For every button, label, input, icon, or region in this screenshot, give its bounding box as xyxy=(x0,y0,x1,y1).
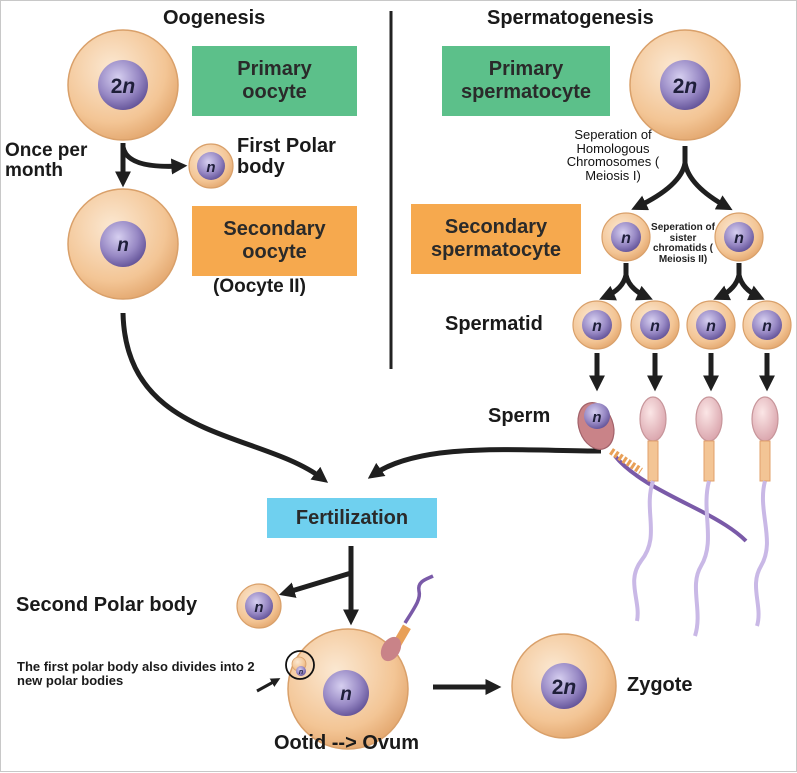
ploidy-zygote: 2n xyxy=(552,676,577,699)
secondary-spermatocyte-label: Secondary spermatocyte xyxy=(430,216,562,261)
sperm-cell-4 xyxy=(751,396,779,627)
second-polar-body-cell xyxy=(236,583,282,629)
oocyte-ii-label: (Oocyte II) xyxy=(213,276,306,297)
ootid-ovum-label: Ootid --> Ovum xyxy=(274,732,419,754)
spermatid-cell-4 xyxy=(742,300,792,350)
spermatid-cell-2 xyxy=(630,300,680,350)
spermatid-label: Spermatid xyxy=(445,313,543,335)
primary-spermatocyte-box: Primary spermatocyte xyxy=(442,46,610,116)
spermatid-cell-1 xyxy=(572,300,622,350)
fertilization-label: Fertilization xyxy=(295,506,409,529)
secondary-spermatocyte-cell-left xyxy=(601,212,651,262)
ploidy-spermatid-4: n xyxy=(762,318,772,335)
ploidy-spermatid-2: n xyxy=(650,318,660,335)
zygote-cell xyxy=(511,633,617,739)
arrow-meiosis-i-right xyxy=(682,162,733,211)
secondary-spermatocyte-cell-right xyxy=(714,212,764,262)
ploidy-spermatid-3: n xyxy=(706,318,716,335)
penetrating-sperm xyxy=(380,574,434,662)
ploidy-sperm-1: n xyxy=(592,409,601,426)
arrow-meiosis-ii-left-a xyxy=(599,263,629,301)
ploidy-first-polar-body: n xyxy=(206,159,215,176)
spermatogenesis-header: Spermatogenesis xyxy=(487,7,654,29)
primary-spermatocyte-label: Primary spermatocyte xyxy=(460,58,592,103)
ploidy-divided-polar-body: n xyxy=(299,669,303,676)
divided-polar-bodies xyxy=(285,650,315,680)
ploidy-spermatid-1: n xyxy=(592,318,602,335)
secondary-oocyte-cell xyxy=(67,188,179,300)
sperm-cell-1 xyxy=(577,402,748,543)
ploidy-secondary-oocyte: n xyxy=(117,235,129,256)
sperm-label: Sperm xyxy=(488,405,551,427)
zygote-label: Zygote xyxy=(627,674,693,696)
meiosis-i-note: Seperation of Homologous Chromosomes ( M… xyxy=(566,127,660,183)
meiosis-ii-note: Seperation of sister chromatids ( Meiosi… xyxy=(651,222,715,265)
first-polar-body-cell xyxy=(188,143,234,189)
ootid-ovum-cell xyxy=(287,628,409,750)
arrow-secondary-oocyte-to-fertilization xyxy=(120,312,329,483)
second-polar-body-label: Second Polar body xyxy=(16,594,198,616)
ploidy-ootid: n xyxy=(340,684,352,705)
primary-oocyte-box: Primary oocyte xyxy=(192,46,357,116)
secondary-oocyte-label: Secondary oocyte xyxy=(223,218,326,263)
arrow-to-first-polar-body xyxy=(120,146,188,175)
ploidy-primary-spermatocyte: 2n xyxy=(673,75,698,98)
ploidy-second-polar-body: n xyxy=(254,599,263,616)
arrow-meiosis-ii-right-b xyxy=(736,274,765,301)
secondary-spermatocyte-box: Secondary spermatocyte xyxy=(411,204,581,274)
polar-divide-note: The first polar body also divides into 2… xyxy=(17,659,255,688)
sperm-cell-3 xyxy=(693,396,723,637)
primary-oocyte-label: Primary oocyte xyxy=(237,58,312,103)
sperm-cell-2 xyxy=(632,396,667,622)
ploidy-primary-oocyte: 2n xyxy=(111,75,136,98)
arrow-fertilization-branch xyxy=(278,546,354,598)
arrow-to-divided-polar-bodies xyxy=(256,678,281,693)
arrow-meiosis-ii-right-a xyxy=(713,263,742,301)
first-polar-body-label: First Polar body xyxy=(237,135,336,178)
ploidy-secondary-spermatocyte-left: n xyxy=(621,230,631,247)
primary-spermatocyte-cell xyxy=(629,29,741,141)
once-per-month-label: Once per month xyxy=(5,140,88,181)
ploidy-secondary-spermatocyte-right: n xyxy=(734,230,744,247)
primary-oocyte-cell xyxy=(67,29,179,141)
arrow-meiosis-ii-left-b xyxy=(623,274,653,301)
fertilization-box: Fertilization xyxy=(267,498,437,538)
spermatid-cell-3 xyxy=(686,300,736,350)
arrow-sperm-to-fertilization xyxy=(367,447,602,479)
oogenesis-header: Oogenesis xyxy=(163,7,266,29)
secondary-oocyte-box: Secondary oocyte xyxy=(192,206,357,276)
